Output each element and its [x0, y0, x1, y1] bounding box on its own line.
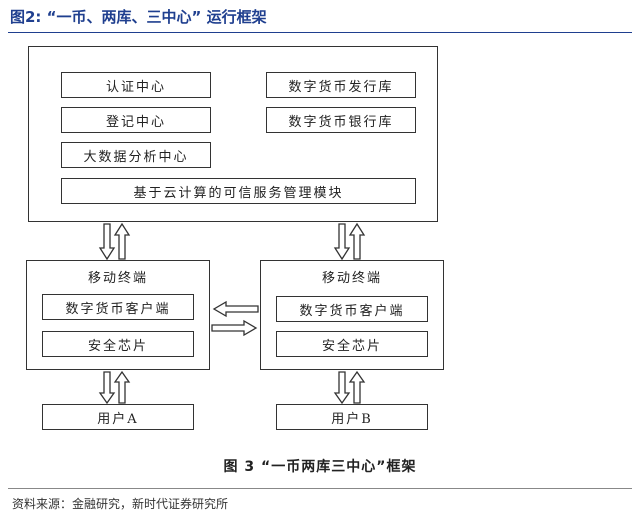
registration-center-box: 登记中心: [61, 107, 211, 133]
arrow-up-user-a-to-left-terminal: [113, 370, 131, 404]
mobile-terminal-right-title: 移动终端: [321, 271, 382, 286]
security-chip-right: 安全芯片: [276, 331, 428, 357]
mobile-terminal-left-title: 移动终端: [87, 271, 148, 286]
arrow-down-top-to-left-terminal: [98, 223, 116, 261]
footer-divider: [8, 488, 632, 489]
security-chip-left: 安全芯片: [42, 331, 194, 357]
figure-caption: 图 3 “一币两库三中心”框架: [223, 459, 417, 475]
arrow-down-top-to-right-terminal: [333, 223, 351, 261]
source-note: 资料来源：金融研究，新时代证券研究所: [12, 497, 229, 511]
big-data-center-box: 大数据分析中心: [61, 142, 211, 168]
bank-vault-box: 数字货币银行库: [266, 107, 416, 133]
wallet-client-right: 数字货币客户端: [276, 296, 428, 322]
arrow-down-left-terminal-to-user-a: [98, 371, 116, 405]
header-divider: [8, 32, 632, 33]
issuance-vault-box: 数字货币发行库: [266, 72, 416, 98]
arrow-up-right-terminal-to-top: [348, 222, 366, 260]
arrow-down-right-terminal-to-user-b: [333, 371, 351, 405]
user-b-box: 用户B: [276, 404, 428, 430]
arrow-up-user-b-to-right-terminal: [348, 370, 366, 404]
auth-center-box: 认证中心: [61, 72, 211, 98]
trusted-service-module-box: 基于云计算的可信服务管理模块: [61, 178, 416, 204]
wallet-client-left: 数字货币客户端: [42, 294, 194, 320]
arrow-right-left-to-right-chip: [211, 319, 258, 337]
user-a-box: 用户A: [42, 404, 194, 430]
arrow-up-left-terminal-to-top: [113, 222, 131, 260]
figure-label: 图2: “一币、两库、三中心” 运行框架: [10, 8, 267, 26]
arrow-left-right-to-left-client: [212, 300, 259, 318]
